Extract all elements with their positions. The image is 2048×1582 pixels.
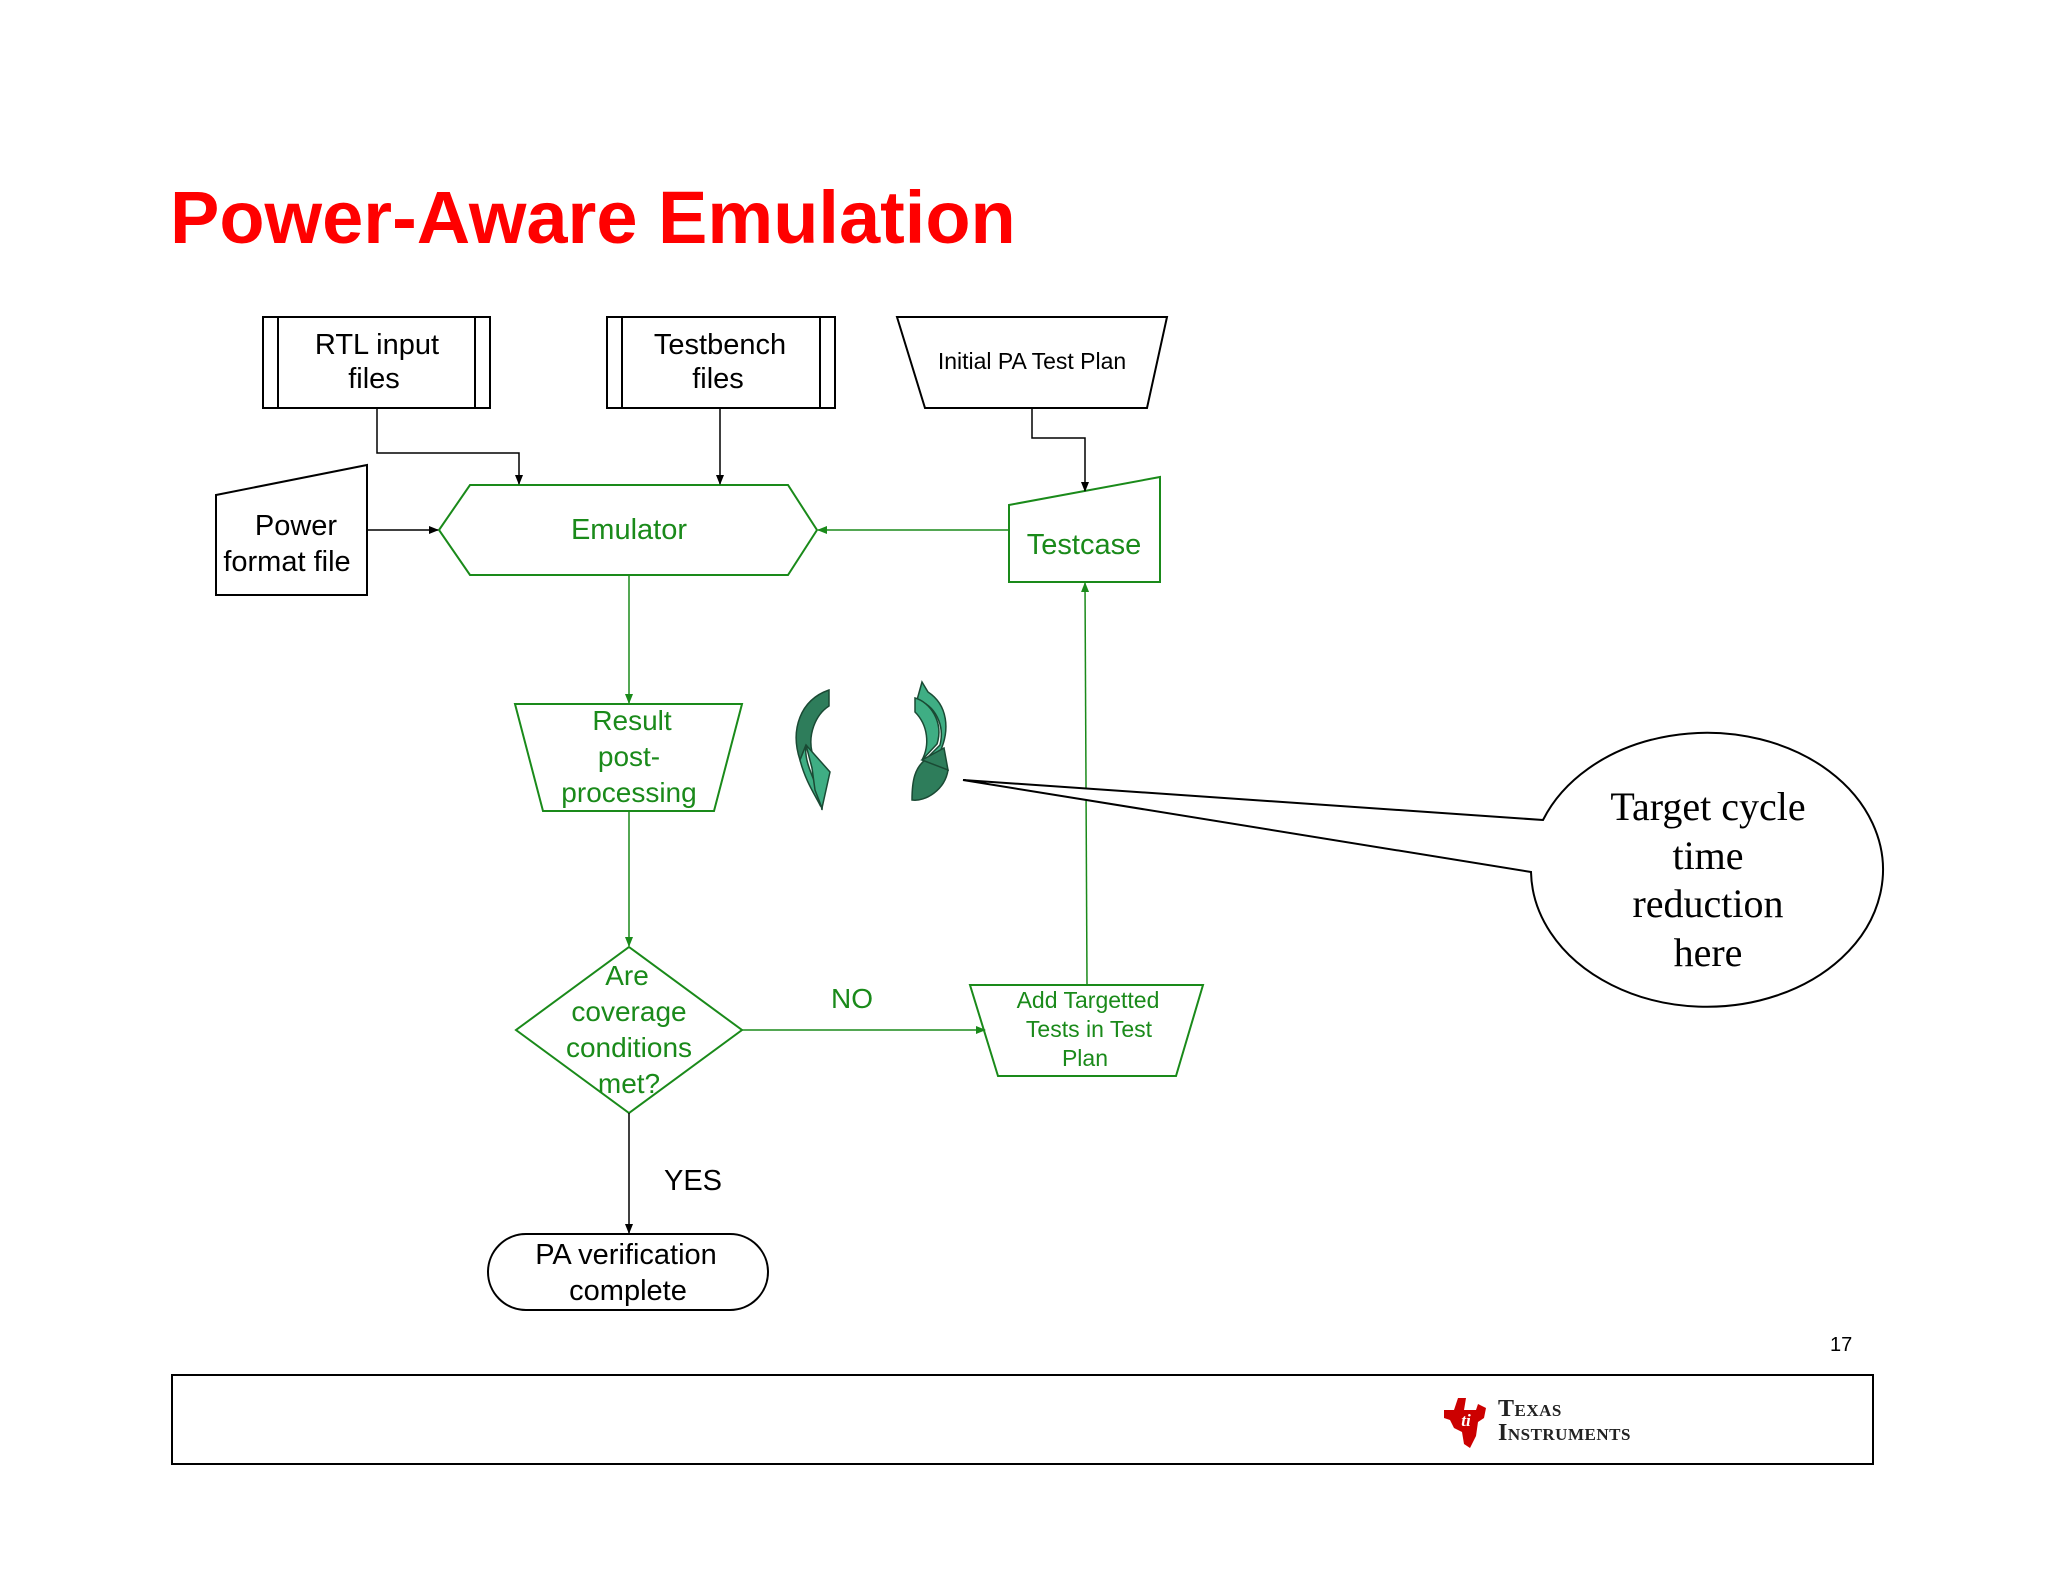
callout-line-1: Target cycle	[1610, 784, 1805, 829]
ti-wordmark: Texas Instruments	[1498, 1397, 1631, 1445]
rtl-input-node: RTL input files	[262, 316, 491, 409]
power-format-node: Power format file	[215, 463, 368, 596]
pa-complete-label-1: PA verification	[535, 1239, 717, 1271]
connector-rtl-emulator	[376, 408, 523, 485]
yes-label: YES	[664, 1165, 722, 1197]
callout-line-4: here	[1674, 930, 1743, 975]
coverage-label-3: conditions	[566, 1032, 692, 1063]
power-format-label-1: Power	[255, 510, 338, 542]
connector-addtests-testcase	[1081, 582, 1090, 986]
callout-line-3: reduction	[1632, 881, 1783, 926]
testbench-label-1: Testbench	[654, 329, 786, 361]
testbench-node: Testbench files	[606, 316, 836, 409]
testcase-node: Testcase	[1008, 475, 1161, 583]
ti-logo-icon: ti	[1444, 1398, 1486, 1448]
rtl-input-label-2: files	[348, 363, 400, 395]
callout-line-2: time	[1672, 833, 1743, 878]
svg-text:ti: ti	[1461, 1411, 1471, 1430]
coverage-decision-node: Are coverage conditions met?	[514, 945, 744, 1115]
initial-test-plan-node: Initial PA Test Plan	[895, 316, 1169, 409]
rtl-input-label-1: RTL input	[315, 329, 439, 361]
add-tests-label-1: Add Targetted	[1017, 987, 1160, 1013]
emulator-label: Emulator	[571, 514, 687, 546]
cycle-arrow-left-icon	[795, 688, 831, 811]
result-post-label-3: processing	[561, 777, 696, 808]
testbench-label-2: files	[692, 363, 744, 395]
callout-bubble: Target cycle time reduction here	[962, 731, 1884, 1008]
no-label: NO	[831, 983, 873, 1014]
pa-complete-label-2: complete	[569, 1275, 687, 1307]
coverage-label-2: coverage	[571, 996, 686, 1027]
ti-wordmark-line-2: Instruments	[1498, 1420, 1631, 1446]
add-tests-label-2: Tests in Test	[1026, 1016, 1153, 1042]
ti-wordmark-line-1: Texas	[1498, 1396, 1562, 1422]
connectors	[367, 408, 1090, 1234]
connector-plan-testcase	[1031, 408, 1089, 492]
page-number: 17	[1830, 1334, 1853, 1356]
cycle-arrow-right-icon	[911, 680, 949, 801]
result-post-node: Result post- processing	[513, 703, 744, 812]
initial-test-plan-label: Initial PA Test Plan	[938, 348, 1126, 374]
emulator-node: Emulator	[437, 484, 819, 576]
add-tests-label-3: Plan	[1062, 1045, 1108, 1071]
coverage-label-4: met?	[598, 1068, 660, 1099]
power-format-label-2: format file	[223, 546, 350, 578]
result-post-label-2: post-	[598, 741, 660, 772]
coverage-label-1: Are	[605, 960, 649, 991]
result-post-label-1: Result	[592, 705, 672, 736]
testcase-label: Testcase	[1027, 529, 1141, 561]
footer-bar	[171, 1374, 1874, 1465]
pa-complete-node: PA verification complete	[487, 1233, 769, 1311]
slide-title: Power-Aware Emulation	[170, 176, 1016, 259]
add-tests-node: Add Targetted Tests in Test Plan	[968, 984, 1205, 1077]
